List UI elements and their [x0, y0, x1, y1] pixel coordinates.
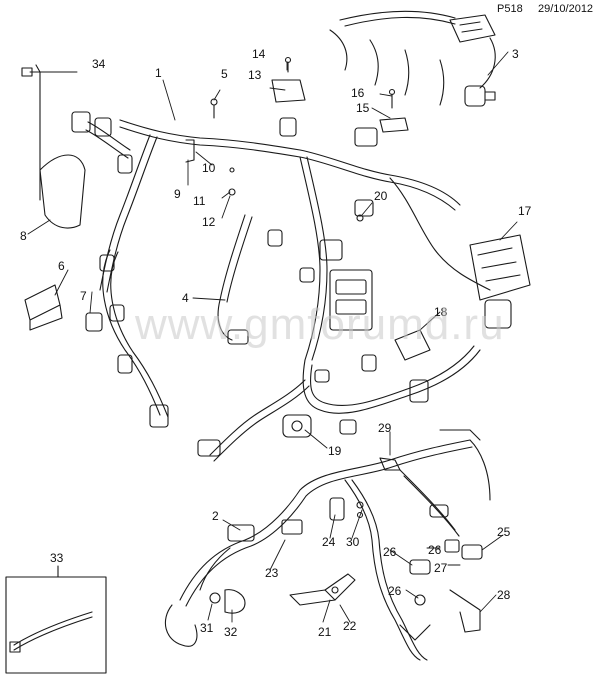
callout-25: 25	[497, 525, 511, 539]
callout-13: 13	[248, 68, 262, 82]
callout-24: 24	[322, 535, 336, 549]
callout-4: 4	[182, 291, 189, 305]
callout-9: 9	[174, 187, 181, 201]
callout-23: 23	[265, 566, 279, 580]
callout-26c: 26	[388, 584, 402, 598]
connector-cluster	[21, 10, 531, 457]
callout-labels: 1 2 3 4 5 6 7 8 9 10 11 12 13 14 15 16 1…	[20, 47, 532, 639]
callout-32: 32	[224, 625, 238, 639]
inset-box-33	[5, 565, 107, 674]
page-code: P518	[497, 3, 523, 15]
callout-12: 12	[202, 215, 216, 229]
watermark: www.gmforumd.ru	[135, 300, 505, 349]
callout-30: 30	[346, 535, 360, 549]
callout-5: 5	[221, 67, 228, 81]
callout-17: 17	[518, 204, 532, 218]
callout-22: 22	[343, 619, 357, 633]
callout-3: 3	[512, 47, 519, 61]
leader-lines	[27, 51, 518, 623]
engine-harness-main	[85, 119, 491, 462]
callout-15: 15	[356, 101, 370, 115]
callout-8: 8	[20, 229, 27, 243]
callout-29: 29	[378, 421, 392, 435]
callout-31: 31	[200, 621, 214, 635]
callout-7: 7	[80, 289, 87, 303]
callout-11: 11	[193, 194, 206, 208]
callout-28: 28	[497, 588, 511, 602]
callout-14: 14	[252, 47, 266, 61]
page-date: 29/10/2012	[538, 3, 594, 15]
callout-21: 21	[318, 625, 332, 639]
callout-26b: 26	[428, 543, 442, 557]
callout-6: 6	[58, 259, 65, 273]
battery-harness	[164, 429, 491, 661]
callout-26a: 26	[383, 545, 397, 559]
callout-16: 16	[351, 86, 365, 100]
callout-19: 19	[328, 444, 342, 458]
callout-18: 18	[434, 305, 448, 319]
callout-1: 1	[155, 66, 162, 80]
callout-20: 20	[374, 189, 388, 203]
callout-33: 33	[50, 551, 64, 565]
callout-34: 34	[92, 57, 106, 71]
callout-27: 27	[434, 561, 448, 575]
callout-2: 2	[212, 509, 219, 523]
callout-10: 10	[202, 161, 216, 175]
